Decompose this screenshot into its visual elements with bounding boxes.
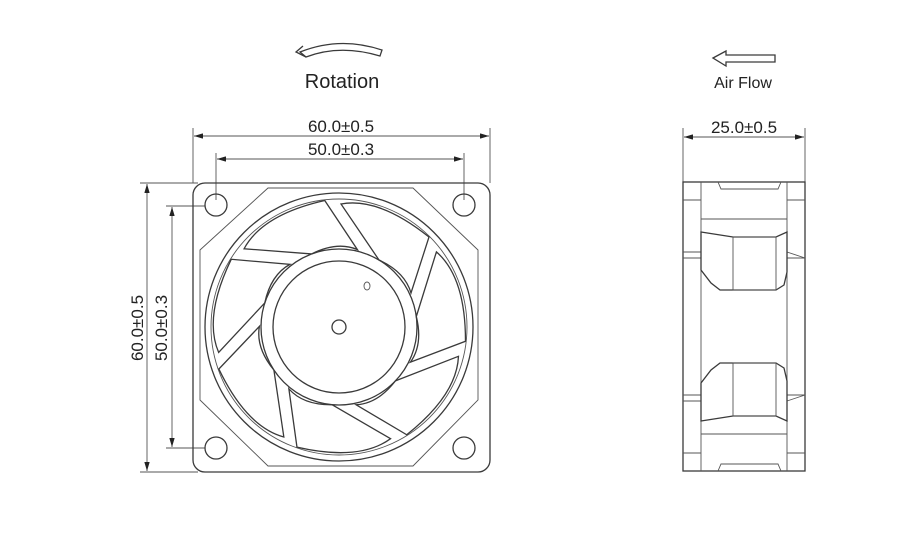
rotation-label: Rotation [305,71,380,93]
air-flow-arrow-icon [711,49,776,68]
width-holes-label: 50.0±0.3 [308,140,374,159]
fan-blade [243,199,360,255]
width-outer-dimension [192,128,491,183]
mounting-holes [204,193,476,460]
fan-blade [287,386,392,454]
fan-blade [218,324,285,438]
fan-front-view [192,182,491,473]
height-outer-dimension [140,182,198,473]
depth-dimension [682,128,806,182]
width-outer-label: 60.0±0.5 [308,117,374,136]
depth-label: 25.0±0.5 [711,118,777,137]
height-outer-label: 60.0±0.5 [128,295,147,361]
fan-blade [212,258,293,354]
fan-blades [212,199,467,454]
hub-center-icon [331,319,347,335]
rotation-arrow-icon [294,42,383,58]
fan-blade [353,355,460,436]
height-holes-label: 50.0±0.3 [152,295,171,361]
air-flow-label: Air Flow [714,75,772,92]
height-holes-dimension [166,205,205,449]
fan-blade [339,202,430,296]
fan-blade [408,250,467,364]
width-holes-dimension [215,153,465,200]
fan-side-view [682,181,806,472]
